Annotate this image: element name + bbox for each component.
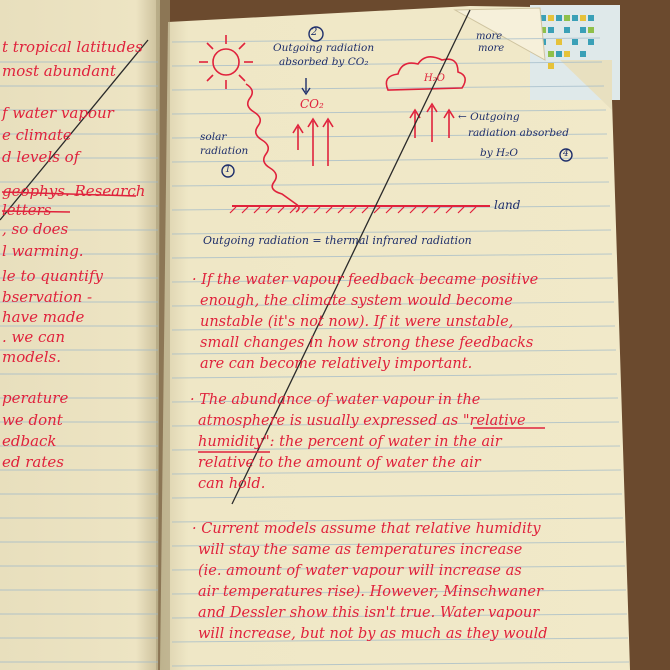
note-line: will stay the same as temperatures incre… bbox=[198, 542, 523, 558]
land-label: land bbox=[494, 198, 521, 212]
left-line: le to quantify bbox=[2, 267, 103, 285]
left-ruled-lines bbox=[0, 61, 158, 663]
left-line: most abundant bbox=[2, 62, 116, 80]
note-line: · Current models assume that relative hu… bbox=[192, 521, 541, 537]
left-strike-line bbox=[0, 39, 149, 221]
left-line: e climate bbox=[2, 126, 72, 144]
h2o-absorbed-label-line3: by H₂O bbox=[480, 147, 518, 159]
step-1-label: 1 bbox=[225, 165, 231, 175]
note-line: atmosphere is usually expressed as "rela… bbox=[198, 413, 526, 429]
left-line: models. bbox=[2, 348, 61, 366]
torn-corner-edge bbox=[560, 60, 612, 110]
left-line: edback bbox=[2, 432, 57, 450]
h2o-absorbed-label-line2: radiation absorbed bbox=[468, 127, 569, 139]
solar-wave bbox=[245, 83, 300, 213]
note-line: small changes in how strong these feedba… bbox=[200, 335, 534, 351]
co2-absorbed-label-line2: absorbed by CO₂ bbox=[279, 56, 369, 68]
note-line: air temperatures rise). However, Minschw… bbox=[198, 584, 543, 600]
left-line: we dont bbox=[2, 411, 63, 429]
diagram-blue-arrows bbox=[221, 26, 573, 178]
h2o-absorbed-label-line1: ← Outgoing bbox=[458, 111, 520, 123]
note-line: can hold. bbox=[198, 476, 266, 492]
left-page bbox=[0, 0, 160, 670]
left-line: bservation - bbox=[2, 288, 93, 306]
note-line: enough, the climate system would become bbox=[200, 293, 513, 309]
left-line: d levels of bbox=[2, 148, 80, 166]
right-strike-line bbox=[231, 9, 471, 505]
note-line: · The abundance of water vapour in the bbox=[190, 392, 481, 408]
note-line: · If the water vapour feedback became po… bbox=[192, 272, 539, 288]
folded-corner bbox=[453, 7, 546, 61]
left-line: l warming. bbox=[2, 242, 84, 260]
left-line: letters bbox=[2, 201, 52, 219]
co2-absorbed-label-line1: Outgoing radiation bbox=[273, 42, 375, 54]
note-line: (ie. amount of water vapour will increas… bbox=[198, 563, 522, 579]
h2o-label: H₂O bbox=[424, 73, 445, 84]
left-line: . we can bbox=[2, 328, 66, 346]
solar-radiation-label-line2: radiation bbox=[200, 145, 249, 157]
diagram-caption: Outgoing radiation = thermal infrared ra… bbox=[203, 234, 472, 247]
sun-icon bbox=[212, 48, 240, 76]
left-line: ed rates bbox=[2, 453, 64, 471]
note-line: relative to the amount of water the air bbox=[198, 455, 481, 471]
note-line: are can become relatively important. bbox=[200, 356, 473, 372]
note-line: humidity": the percent of water in the a… bbox=[198, 434, 502, 450]
left-line: perature bbox=[2, 389, 69, 407]
right-page bbox=[160, 6, 630, 670]
step-2-label: 2 bbox=[311, 27, 318, 38]
more-label-1: more bbox=[476, 31, 503, 42]
note-line: unstable (it's not now). If it were unst… bbox=[200, 314, 514, 330]
diagram-sketch bbox=[199, 35, 490, 214]
left-line: , so does bbox=[2, 220, 69, 238]
right-ruled-lines bbox=[171, 37, 630, 667]
co2-label: CO₂ bbox=[300, 97, 324, 111]
step-4-label: 4 bbox=[563, 149, 569, 159]
more-label-2: more bbox=[478, 43, 505, 54]
cloud-icon bbox=[385, 56, 466, 91]
left-line: have made bbox=[2, 308, 85, 326]
left-line: geophys. Research bbox=[2, 182, 146, 200]
note-line: and Dessler show this isn't true. Water … bbox=[198, 605, 540, 621]
left-line: f water vapour bbox=[2, 104, 114, 122]
note-line: will increase, but not by as much as the… bbox=[198, 626, 548, 642]
solar-radiation-label-line1: solar bbox=[200, 131, 227, 143]
left-line: t tropical latitudes bbox=[2, 38, 143, 56]
